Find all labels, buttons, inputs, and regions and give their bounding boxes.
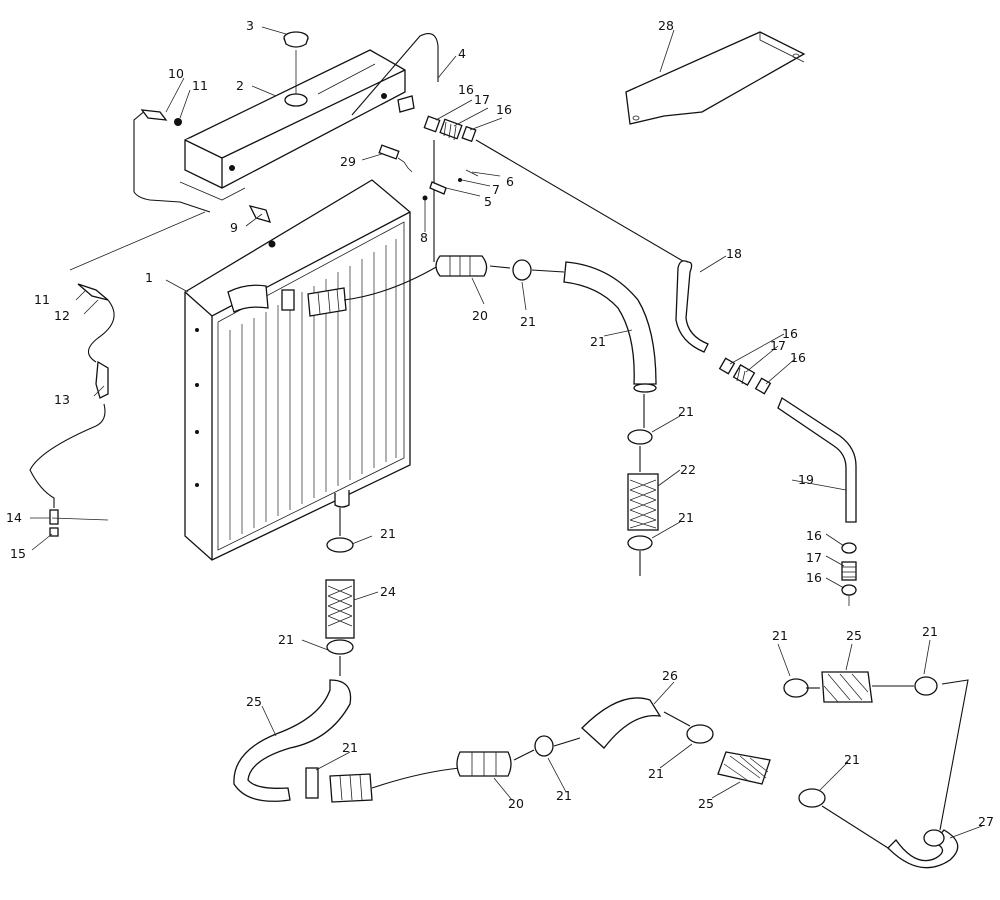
- callout-label: 21: [380, 526, 396, 541]
- callout-label: 25: [698, 796, 714, 811]
- callout-label: 21: [278, 632, 294, 647]
- callout-label: 29: [340, 154, 356, 169]
- callout-label: 27: [978, 814, 994, 829]
- callout-label: 6: [506, 174, 514, 189]
- callout-label: 21: [342, 740, 358, 755]
- drain-hose-assembly: [29, 109, 276, 537]
- callout-label: 21: [556, 788, 572, 803]
- callout-label: 16: [806, 528, 822, 543]
- expansion-tank: [179, 49, 415, 201]
- callout-label: 21: [678, 404, 694, 419]
- callout-label: 1: [145, 270, 153, 285]
- callout-label: 16: [458, 82, 474, 97]
- callout-label: 17: [770, 338, 786, 353]
- callout-label: 13: [54, 392, 70, 407]
- callout-label: 16: [496, 102, 512, 117]
- callout-label: 20: [472, 308, 488, 323]
- callout-label: 20: [508, 796, 524, 811]
- vent-tube: [351, 33, 439, 116]
- callout-label: 7: [492, 182, 500, 197]
- callout-label: 17: [474, 92, 490, 107]
- callout-label: 11: [34, 292, 50, 307]
- callout-label: 16: [790, 350, 806, 365]
- union-fitting-middle: [718, 357, 772, 395]
- union-fitting-lower: [841, 542, 857, 606]
- lower-hose-assembly: [233, 508, 969, 869]
- callout-label: 10: [168, 66, 184, 81]
- callout-label: 16: [806, 570, 822, 585]
- callout-label: 19: [798, 472, 814, 487]
- callout-label: 8: [420, 230, 428, 245]
- callout-label: 28: [658, 18, 674, 33]
- union-fitting-upper: [423, 115, 477, 143]
- radiator: [184, 179, 411, 561]
- level-sensor: [378, 144, 413, 173]
- callout-label: 14: [6, 510, 22, 525]
- callout-label: 21: [844, 752, 860, 767]
- callout-label: 12: [54, 308, 70, 323]
- callout-label: 25: [246, 694, 262, 709]
- callout-label: 16: [782, 326, 798, 341]
- hose-clamp: [627, 535, 653, 551]
- callout-label: 21: [590, 334, 606, 349]
- callout-label: 21: [520, 314, 536, 329]
- mounting-hardware: [422, 169, 479, 201]
- callout-label: 21: [922, 624, 938, 639]
- hose-18: [675, 260, 709, 353]
- filler-cap: [283, 31, 309, 94]
- guard-plate: [625, 31, 806, 125]
- callout-label: 18: [726, 246, 742, 261]
- callout-label: 25: [846, 628, 862, 643]
- callout-label: 2: [236, 78, 244, 93]
- upper-hose-assembly: [343, 255, 657, 472]
- callout-label: 5: [484, 194, 492, 209]
- callout-labels: 1 2 3 4 5 6 7 8 9 10 11 11 12 13 14 15 1…: [6, 18, 994, 829]
- callout-label: 21: [648, 766, 664, 781]
- callout-label: 15: [10, 546, 26, 561]
- callout-label: 4: [458, 46, 466, 61]
- callout-label: 22: [680, 462, 696, 477]
- callout-label: 24: [380, 584, 396, 599]
- callout-label: 26: [662, 668, 678, 683]
- callout-label: 17: [806, 550, 822, 565]
- callout-label: 21: [678, 510, 694, 525]
- callout-label: 3: [246, 18, 254, 33]
- callout-label: 21: [772, 628, 788, 643]
- callout-label: 11: [192, 78, 208, 93]
- short-hose-24: [627, 473, 659, 531]
- leader-lines: [30, 26, 983, 839]
- callout-label: 9: [230, 220, 238, 235]
- hose-19: [777, 397, 857, 523]
